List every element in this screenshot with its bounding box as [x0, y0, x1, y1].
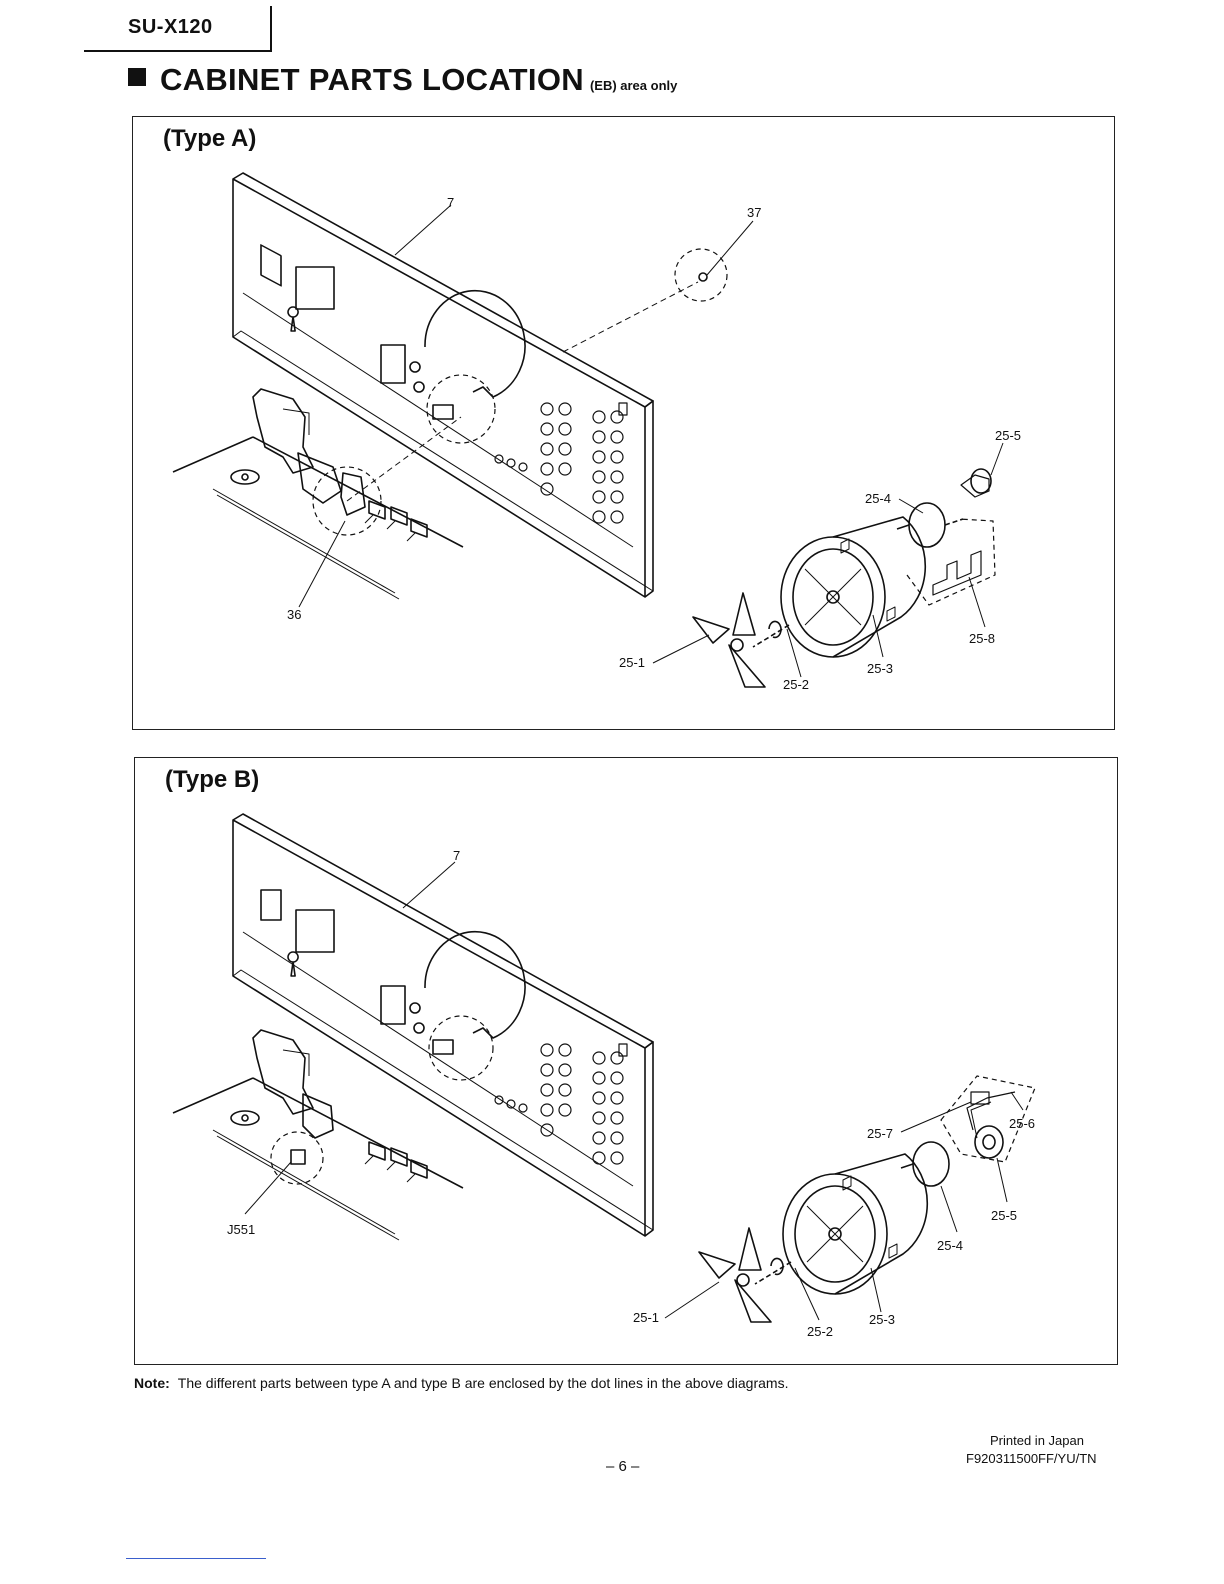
callout-label: 25-4 — [937, 1238, 963, 1253]
callout-label: 25-2 — [783, 677, 809, 692]
fan-assembly — [699, 1076, 1035, 1322]
callout-label: 25-6 — [1009, 1116, 1035, 1131]
page-heading: CABINET PARTS LOCATION (EB) area only — [128, 62, 677, 98]
diagram-type-a: (Type A) — [132, 116, 1115, 730]
callout-label: 7 — [447, 195, 454, 210]
callout-label: 25-3 — [869, 1312, 895, 1327]
document-number: F920311500FF/YU/TN — [966, 1451, 1097, 1466]
heading-subtitle: (EB) area only — [590, 78, 677, 93]
callout-label: 25-2 — [807, 1324, 833, 1339]
callout-label: 25-8 — [969, 631, 995, 646]
callout-label: J551 — [227, 1222, 255, 1237]
note-text: The different parts between type A and t… — [178, 1375, 789, 1391]
callout-label: 25-1 — [619, 655, 645, 670]
diagram-type-b: (Type B) — [134, 757, 1118, 1365]
model-number: SU-X120 — [128, 16, 213, 39]
printed-in: Printed in Japan — [990, 1433, 1084, 1448]
rear-panel — [233, 820, 645, 1236]
exploded-view-type-b: 7 J551 25-7 25-6 25-5 25-4 25-1 25-2 25-… — [135, 758, 1117, 1364]
callout-label: 25-3 — [867, 661, 893, 676]
callout-label: 25-5 — [991, 1208, 1017, 1223]
exploded-view-type-a: 7 37 36 25-5 25-4 25-8 25-1 25-2 25-3 — [133, 117, 1114, 729]
footer-divider — [126, 1558, 266, 1559]
callout-label: 36 — [287, 607, 301, 622]
fan-assembly — [693, 469, 995, 687]
heading-title: CABINET PARTS LOCATION — [160, 62, 584, 97]
callout-label: 37 — [747, 205, 761, 220]
page-number: – 6 – — [606, 1458, 639, 1475]
callout-label: 25-4 — [865, 491, 891, 506]
heading-bullet-icon — [128, 68, 146, 86]
callout-label: 25-5 — [995, 428, 1021, 443]
callout-label: 7 — [453, 848, 460, 863]
callout-label: 25-1 — [633, 1310, 659, 1325]
note-label: Note: — [134, 1375, 170, 1391]
callout-label: 25-7 — [867, 1126, 893, 1141]
note: Note: The different parts between type A … — [134, 1375, 788, 1391]
